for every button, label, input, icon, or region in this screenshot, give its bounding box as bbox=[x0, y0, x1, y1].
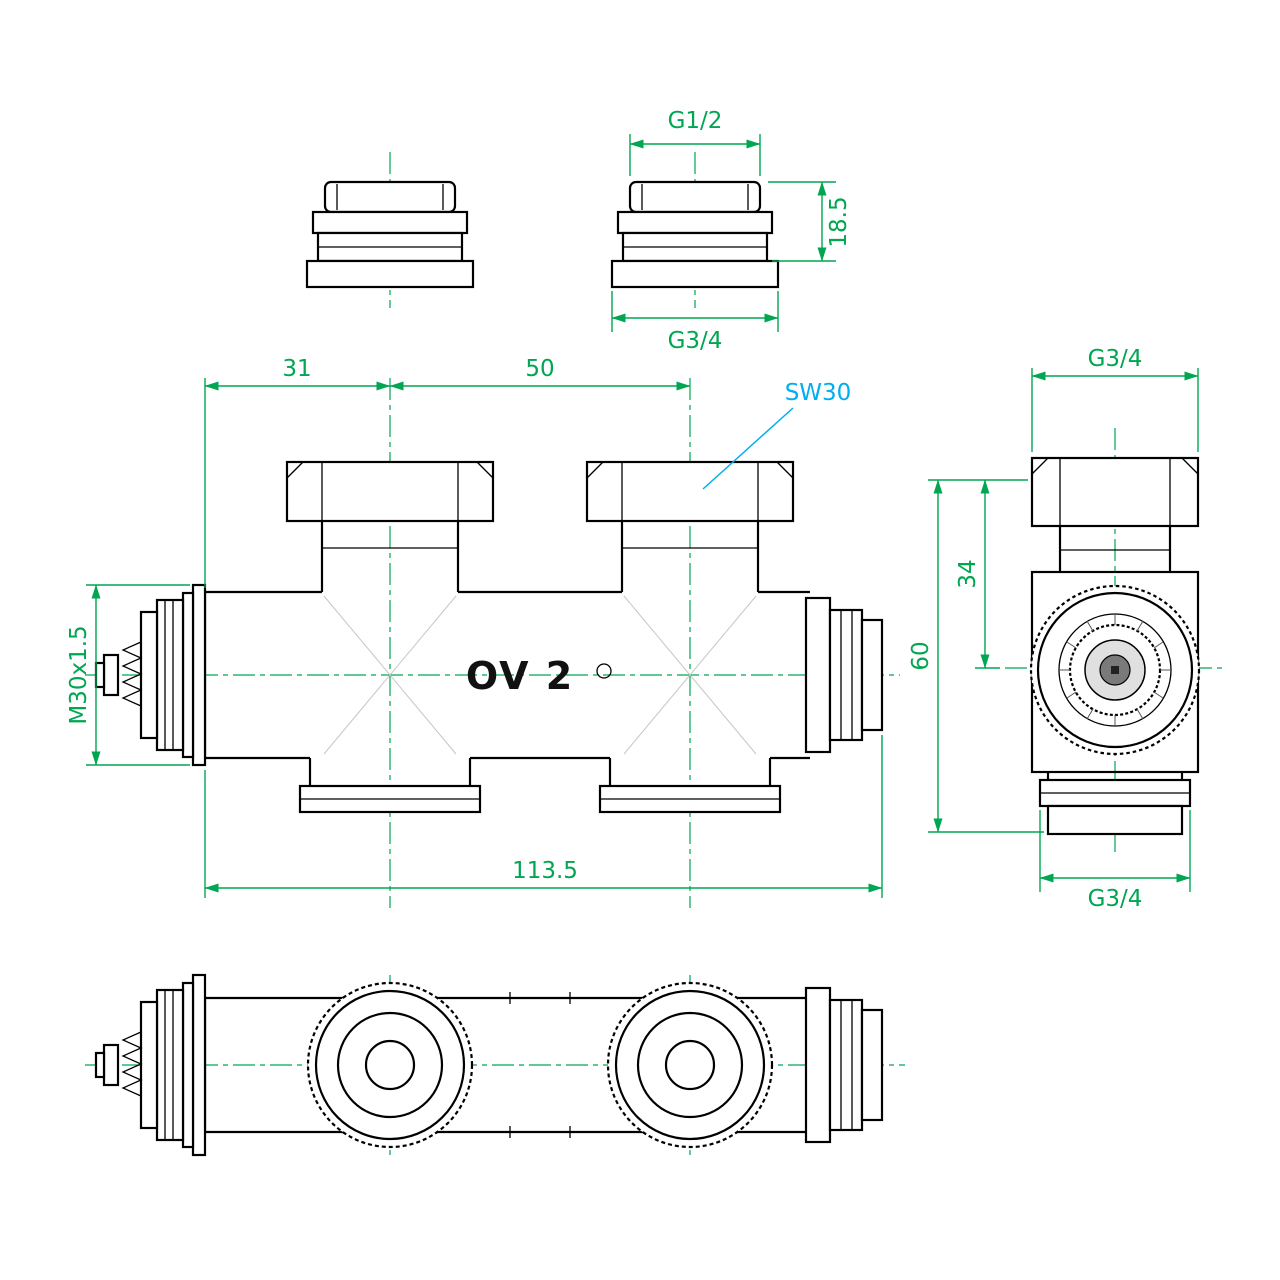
dim-side-bottom-thread: G3/4 bbox=[1088, 886, 1143, 912]
bottom-view bbox=[85, 973, 905, 1158]
bottom-outlet-connection bbox=[804, 986, 884, 1144]
union-nut-right bbox=[585, 460, 795, 592]
bottom-port-right bbox=[598, 758, 782, 814]
dim-adapter-bottom-thread: G3/4 bbox=[668, 328, 723, 354]
side-knurled-dial bbox=[1029, 584, 1201, 756]
callout-leader-line bbox=[702, 407, 794, 490]
bottom-knurled-ring-right bbox=[606, 981, 774, 1149]
adapter-dimensions: G1/2 18.5 G3/4 bbox=[611, 108, 852, 354]
union-nut-left bbox=[285, 460, 495, 592]
dim-adapter-height: 18.5 bbox=[826, 196, 852, 247]
dim-front-offset: 31 bbox=[282, 356, 311, 382]
front-view: OV 2 bbox=[85, 378, 900, 908]
side-dimensions: G3/4 34 60 G3/4 bbox=[908, 346, 1199, 912]
bottom-spindle-spring bbox=[121, 1031, 143, 1097]
spindle-spring bbox=[121, 641, 143, 707]
thermostat-connection bbox=[94, 583, 207, 767]
front-dimensions: 31 50 SW30 M30x1.5 113.5 bbox=[66, 356, 883, 898]
dim-adapter-top-thread: G1/2 bbox=[668, 108, 723, 134]
bottom-port-left bbox=[298, 758, 482, 814]
dim-thermostat-thread: M30x1.5 bbox=[66, 625, 92, 724]
dial-center-square bbox=[1111, 666, 1119, 674]
outlet-connection bbox=[804, 596, 884, 754]
side-view bbox=[1005, 428, 1225, 852]
side-union-nut bbox=[1030, 456, 1200, 572]
bottom-thermostat-connection bbox=[94, 973, 207, 1157]
side-bottom-port bbox=[1038, 772, 1192, 836]
model-marking: OV 2 bbox=[466, 654, 574, 698]
dim-side-top-thread: G3/4 bbox=[1088, 346, 1143, 372]
model-degree-mark-icon bbox=[596, 663, 612, 679]
callout-wrench-flat: SW30 bbox=[785, 380, 852, 406]
adapter-left-view bbox=[305, 152, 475, 308]
dial-scale-ticks bbox=[1059, 614, 1171, 726]
dim-front-overall: 113.5 bbox=[512, 858, 578, 884]
dim-side-center-height: 34 bbox=[955, 559, 981, 588]
dim-front-spacing: 50 bbox=[525, 356, 554, 382]
adapter-right-view bbox=[610, 152, 780, 308]
dim-side-overall-height: 60 bbox=[908, 641, 934, 670]
bottom-knurled-ring-left bbox=[306, 981, 474, 1149]
